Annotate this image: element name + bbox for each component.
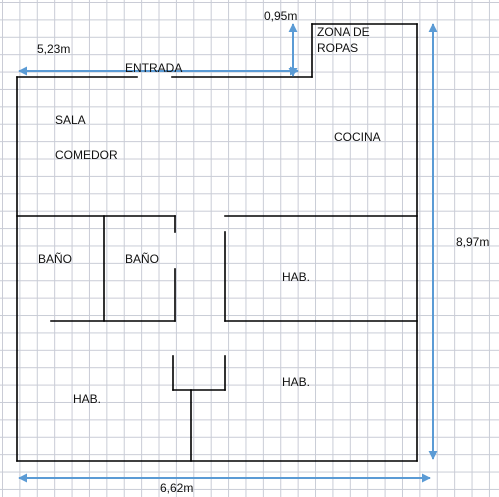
room-label-laundry-line2: ROPAS [317,41,359,55]
room-label-kitchen: COCINA [334,130,381,144]
room-label-bedroom-1: HAB. [282,270,311,284]
dimension-bottom-width-label: 6,62m [160,481,194,495]
walls [16,23,418,462]
room-label-laundry-line1: ZONA DE [317,25,370,39]
room-label-bedroom-2: HAB. [282,375,311,389]
room-label-bathroom-1: BAÑO [38,252,73,266]
room-label-living: SALA [55,113,86,127]
room-label-bathroom-2: BAÑO [125,252,160,266]
room-label-entrance: ENTRADA [125,61,183,75]
room-label-bedroom-3: HAB. [73,392,102,406]
dimension-arrows [18,23,438,483]
dimension-height-label: 8,97m [456,235,490,249]
dimension-laundry-width-label: 0,95m [264,9,298,23]
room-label-dining: COMEDOR [55,148,118,162]
dimension-top-width-label: 5,23m [37,42,71,56]
